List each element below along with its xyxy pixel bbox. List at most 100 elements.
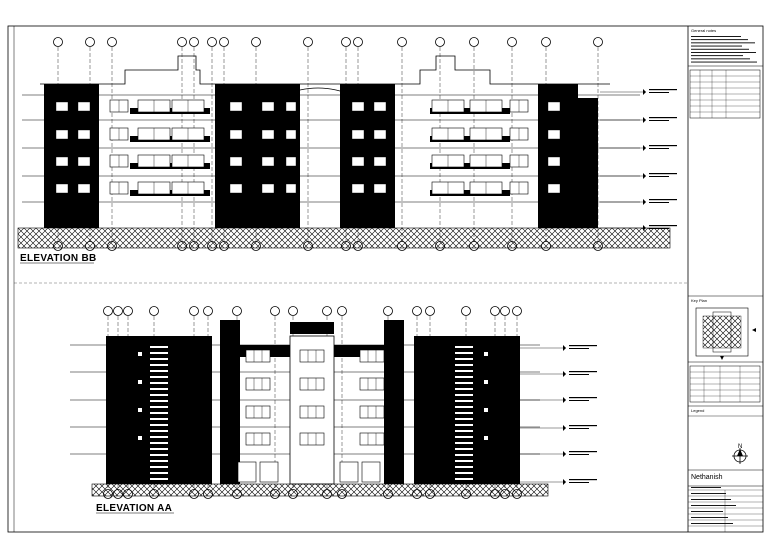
vent-strip xyxy=(150,466,168,468)
window xyxy=(351,183,365,194)
level-tag xyxy=(569,451,597,453)
info-text-line xyxy=(691,499,731,500)
vent-strip xyxy=(484,380,488,384)
window xyxy=(547,129,561,140)
elevation-bb-title: ELEVATION BB xyxy=(20,253,97,264)
window xyxy=(229,156,243,167)
window xyxy=(299,405,325,419)
vent-strip xyxy=(150,424,168,426)
window xyxy=(261,101,275,112)
window xyxy=(245,405,271,419)
window xyxy=(245,377,271,391)
window xyxy=(351,129,365,140)
level-tag xyxy=(649,89,677,91)
window xyxy=(261,156,275,167)
level-marker-icon xyxy=(643,145,646,151)
level-marker-icon xyxy=(563,425,566,431)
level-tag xyxy=(569,479,597,481)
key-plan-label: Key Plan xyxy=(691,298,707,303)
elevation-bb-roof-outline xyxy=(40,55,610,85)
note-line xyxy=(691,58,750,60)
grid-bubble xyxy=(288,306,298,316)
grid-bubble xyxy=(425,306,435,316)
level-marker-icon xyxy=(563,371,566,377)
vent-strip xyxy=(455,388,473,390)
svg-text:N: N xyxy=(738,444,742,450)
note-line xyxy=(691,36,741,37)
title-block: General notes Key Plan Legend N Nethani xyxy=(688,28,763,532)
grid-bubble xyxy=(177,37,187,47)
vent-strip xyxy=(150,448,168,450)
elevation-aa-dotted-column-right xyxy=(387,321,401,483)
grid-bubble xyxy=(541,37,551,47)
note-line xyxy=(691,52,756,53)
elevation-aa-title: ELEVATION AA xyxy=(96,503,172,514)
project-name: Nethanish xyxy=(691,474,723,481)
elevation-aa-dotted-column-left xyxy=(224,321,238,483)
level-marker-icon xyxy=(643,225,646,231)
level-tag xyxy=(569,400,589,401)
vent-strip xyxy=(150,376,168,378)
level-marker-icon xyxy=(563,397,566,403)
vent-strip xyxy=(150,382,168,384)
info-text-line xyxy=(691,505,736,506)
window xyxy=(285,156,297,167)
vent-strip xyxy=(455,478,473,480)
note-line xyxy=(691,48,749,50)
vent-strip xyxy=(455,406,473,408)
grid-bubble xyxy=(203,306,213,316)
vent-strip xyxy=(484,352,488,356)
title-block-info-rows xyxy=(688,487,763,532)
level-tag xyxy=(649,199,677,201)
grid-bubble xyxy=(461,306,471,316)
info-text-line xyxy=(691,511,723,512)
vent-strip xyxy=(455,460,473,462)
window xyxy=(373,183,387,194)
window xyxy=(359,405,385,419)
vent-strip xyxy=(455,412,473,414)
vent-strip xyxy=(455,424,473,426)
window xyxy=(77,101,91,112)
vent-strip xyxy=(455,394,473,396)
vent-strip xyxy=(150,394,168,396)
vent-strip xyxy=(455,442,473,444)
vent-strip xyxy=(138,436,142,440)
vent-strip xyxy=(455,370,473,372)
window xyxy=(285,183,297,194)
vent-strip xyxy=(150,388,168,390)
vent-strip xyxy=(150,430,168,432)
vent-strip xyxy=(455,382,473,384)
window xyxy=(351,101,365,112)
level-tag xyxy=(569,397,597,399)
elevation-aa-level-markers xyxy=(520,345,597,485)
grid-bubble xyxy=(207,37,217,47)
level-tag xyxy=(569,348,589,349)
level-marker-icon xyxy=(563,479,566,485)
grid-bubble xyxy=(383,306,393,316)
grid-bubble xyxy=(469,37,479,47)
grid-bubble xyxy=(251,37,261,47)
grid-bubble xyxy=(149,306,159,316)
vent-strip xyxy=(150,412,168,414)
grid-bubble xyxy=(412,306,422,316)
note-line xyxy=(691,61,757,63)
vent-strip xyxy=(455,454,473,456)
vent-strip xyxy=(150,460,168,462)
elevation-bb-arch xyxy=(281,87,355,97)
window xyxy=(373,101,387,112)
level-tag xyxy=(649,225,677,227)
info-text-line xyxy=(691,487,721,488)
door-opening xyxy=(237,461,257,483)
north-arrow-icon: N xyxy=(732,444,748,464)
grid-bubble xyxy=(512,306,522,316)
elevation-aa-vent-strips xyxy=(138,346,488,480)
vent-strip xyxy=(484,436,488,440)
window xyxy=(351,156,365,167)
grid-bubble xyxy=(103,306,113,316)
note-line xyxy=(691,45,742,47)
window xyxy=(547,101,561,112)
vent-strip xyxy=(455,346,473,348)
window xyxy=(245,349,271,363)
elevation-aa-drawing: ELEVATION AA xyxy=(70,306,597,514)
